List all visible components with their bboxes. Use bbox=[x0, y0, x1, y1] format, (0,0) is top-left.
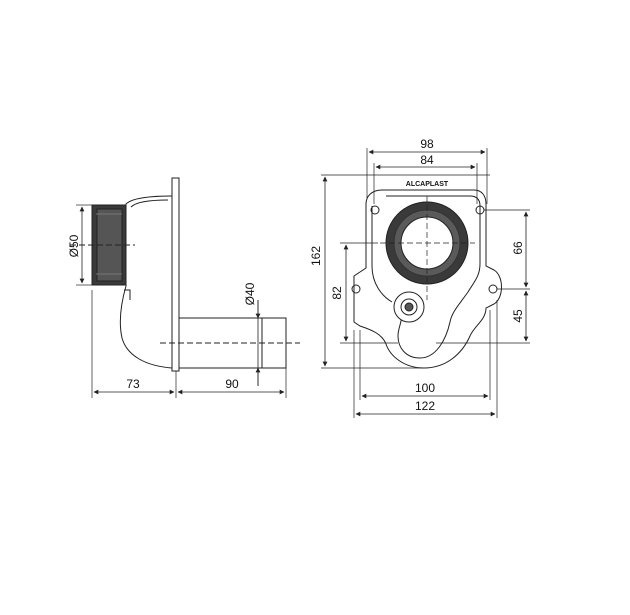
front-view bbox=[321, 148, 530, 418]
siphon-body bbox=[119, 195, 173, 369]
dim-left-height: 82 bbox=[330, 286, 344, 300]
mount-hole-top-left bbox=[370, 205, 380, 215]
dim-right-upper: 66 bbox=[511, 241, 525, 255]
dim-right-lower: 45 bbox=[511, 309, 525, 323]
brand-label: ALCAPLAST bbox=[406, 181, 449, 188]
dim-body-depth: 73 bbox=[126, 377, 140, 391]
dim-bottom-width-inner: 100 bbox=[415, 381, 435, 395]
mount-hole-right bbox=[488, 284, 498, 294]
dim-bottom-width-outer: 122 bbox=[415, 399, 435, 413]
side-view bbox=[70, 177, 300, 398]
dim-top-width-outer: 98 bbox=[420, 137, 434, 151]
front-plate bbox=[353, 189, 502, 369]
dim-outlet-diameter: Ø40 bbox=[243, 282, 257, 305]
wall-flange bbox=[171, 177, 180, 372]
dim-top-width-inner: 84 bbox=[420, 153, 434, 167]
dim-total-height: 162 bbox=[309, 246, 323, 266]
dim-outlet-length: 90 bbox=[225, 377, 239, 391]
mount-hole-left bbox=[351, 284, 361, 294]
dim-inlet-diameter: Ø50 bbox=[67, 234, 81, 257]
